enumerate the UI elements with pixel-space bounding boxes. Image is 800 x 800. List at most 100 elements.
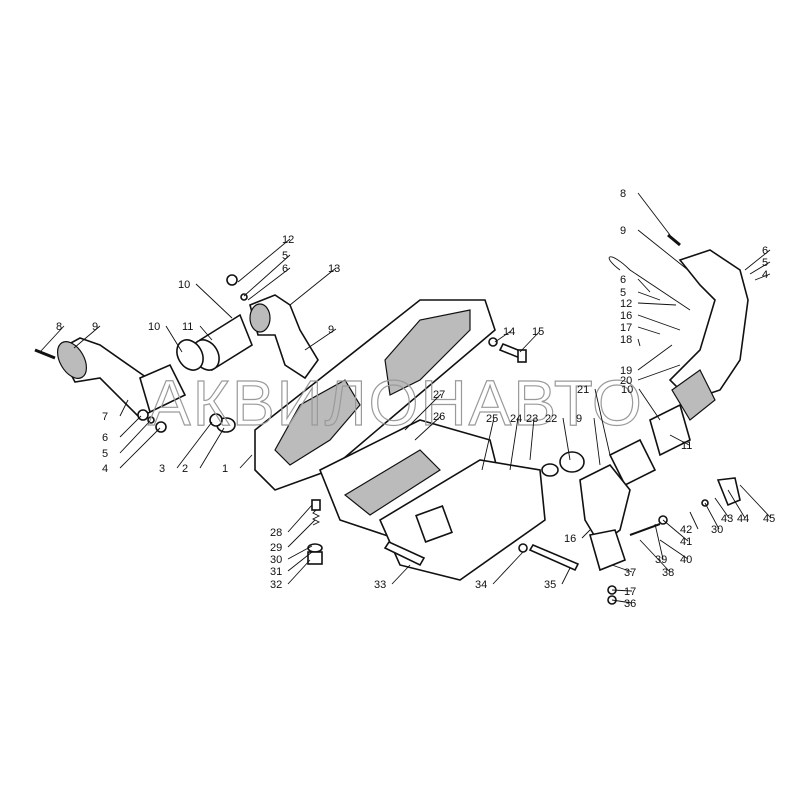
callout-number-16: 16 xyxy=(620,310,632,322)
leader-line xyxy=(581,529,591,539)
leader-line xyxy=(637,326,661,335)
leader-line xyxy=(119,399,129,417)
leader-line xyxy=(561,567,571,585)
leader-line xyxy=(287,551,313,572)
leader-line xyxy=(195,283,233,319)
callout-number-12: 12 xyxy=(282,234,294,246)
callout-number-9: 9 xyxy=(92,321,98,333)
callout-number-6: 6 xyxy=(102,432,108,444)
callout-number-26: 26 xyxy=(433,411,445,423)
bolt-15 xyxy=(488,337,527,363)
callout-number-24: 24 xyxy=(510,413,522,425)
callout-number-14: 14 xyxy=(503,326,515,338)
leader-line xyxy=(176,421,213,469)
callout-number-27: 27 xyxy=(433,389,445,401)
leader-line xyxy=(637,278,651,293)
leader-line xyxy=(529,417,535,461)
leader-line xyxy=(243,254,291,297)
callout-number-20: 20 xyxy=(620,375,632,387)
leader-line xyxy=(304,328,337,351)
leader-line xyxy=(39,325,65,353)
callout-number-25: 25 xyxy=(486,413,498,425)
leader-line xyxy=(704,502,720,530)
leader-line xyxy=(637,338,641,347)
callout-number-45: 45 xyxy=(763,513,775,525)
leader-line xyxy=(739,484,772,519)
callout-number-8: 8 xyxy=(620,188,626,200)
callout-number-16: 16 xyxy=(564,533,576,545)
callout-number-23: 23 xyxy=(526,413,538,425)
leader-line xyxy=(637,344,673,371)
callout-number-17: 17 xyxy=(624,586,636,598)
leader-line xyxy=(287,504,313,533)
leader-line xyxy=(637,229,689,271)
leader-line xyxy=(637,192,671,236)
leader-line xyxy=(237,238,291,283)
callout-number-31: 31 xyxy=(270,566,282,578)
callout-number-43: 43 xyxy=(721,513,733,525)
callout-number-30: 30 xyxy=(270,554,282,566)
callout-number-38: 38 xyxy=(662,567,674,579)
leader-line xyxy=(727,489,746,519)
leader-line xyxy=(119,415,142,438)
callout-number-9: 9 xyxy=(328,324,334,336)
leader-line xyxy=(594,388,611,456)
leader-line xyxy=(73,325,101,349)
leader-line xyxy=(611,599,633,604)
callout-number-8: 8 xyxy=(56,321,62,333)
callout-number-17: 17 xyxy=(620,322,632,334)
callout-number-33: 33 xyxy=(374,579,386,591)
callout-number-12: 12 xyxy=(620,298,632,310)
valve-28-32 xyxy=(307,499,323,565)
callout-number-5: 5 xyxy=(282,250,288,262)
callout-number-3: 3 xyxy=(159,463,165,475)
callout-number-18: 18 xyxy=(620,334,632,346)
leader-line xyxy=(669,434,690,446)
callout-number-9: 9 xyxy=(620,225,626,237)
callout-number-9: 9 xyxy=(576,413,582,425)
leader-line xyxy=(289,267,337,306)
leader-line xyxy=(492,551,524,585)
leader-line xyxy=(638,388,661,421)
plug-2-3 xyxy=(209,413,236,433)
elbow-13 xyxy=(226,274,319,380)
callout-number-11: 11 xyxy=(182,321,193,333)
stud-8-left xyxy=(34,348,56,360)
leader-line xyxy=(714,497,730,519)
leader-line xyxy=(239,454,253,469)
leader-line xyxy=(119,420,151,454)
callout-number-22: 22 xyxy=(545,413,557,425)
callout-number-32: 32 xyxy=(270,579,282,591)
callout-number-6: 6 xyxy=(282,263,288,275)
leader-line xyxy=(481,417,495,471)
callout-number-5: 5 xyxy=(102,448,108,460)
leader-line xyxy=(611,589,633,592)
leader-line xyxy=(165,325,183,353)
callout-number-11: 11 xyxy=(681,440,692,452)
leader-line xyxy=(689,511,699,530)
leader-line xyxy=(414,415,442,441)
bolts-33-35 xyxy=(383,540,580,572)
callout-number-5: 5 xyxy=(620,287,626,299)
leader-line xyxy=(404,393,442,431)
leader-line xyxy=(637,302,677,306)
callout-number-5: 5 xyxy=(762,257,768,269)
leader-line xyxy=(593,417,601,466)
callout-number-30: 30 xyxy=(711,524,723,536)
right-outlet-pipe xyxy=(608,233,749,487)
leader-line xyxy=(744,249,771,271)
callout-number-10: 10 xyxy=(148,321,160,333)
callout-number-35: 35 xyxy=(544,579,556,591)
callout-number-29: 29 xyxy=(270,542,282,554)
callout-number-40: 40 xyxy=(680,554,692,566)
callout-number-39: 39 xyxy=(655,554,667,566)
cooler-housing xyxy=(378,459,546,581)
callout-number-42: 42 xyxy=(680,524,692,536)
callout-number-6: 6 xyxy=(762,245,768,257)
callout-number-19: 19 xyxy=(620,365,632,377)
leader-line xyxy=(662,519,689,542)
sleeve-11 xyxy=(176,313,253,372)
leader-line xyxy=(199,325,213,341)
leader-line xyxy=(611,564,633,573)
